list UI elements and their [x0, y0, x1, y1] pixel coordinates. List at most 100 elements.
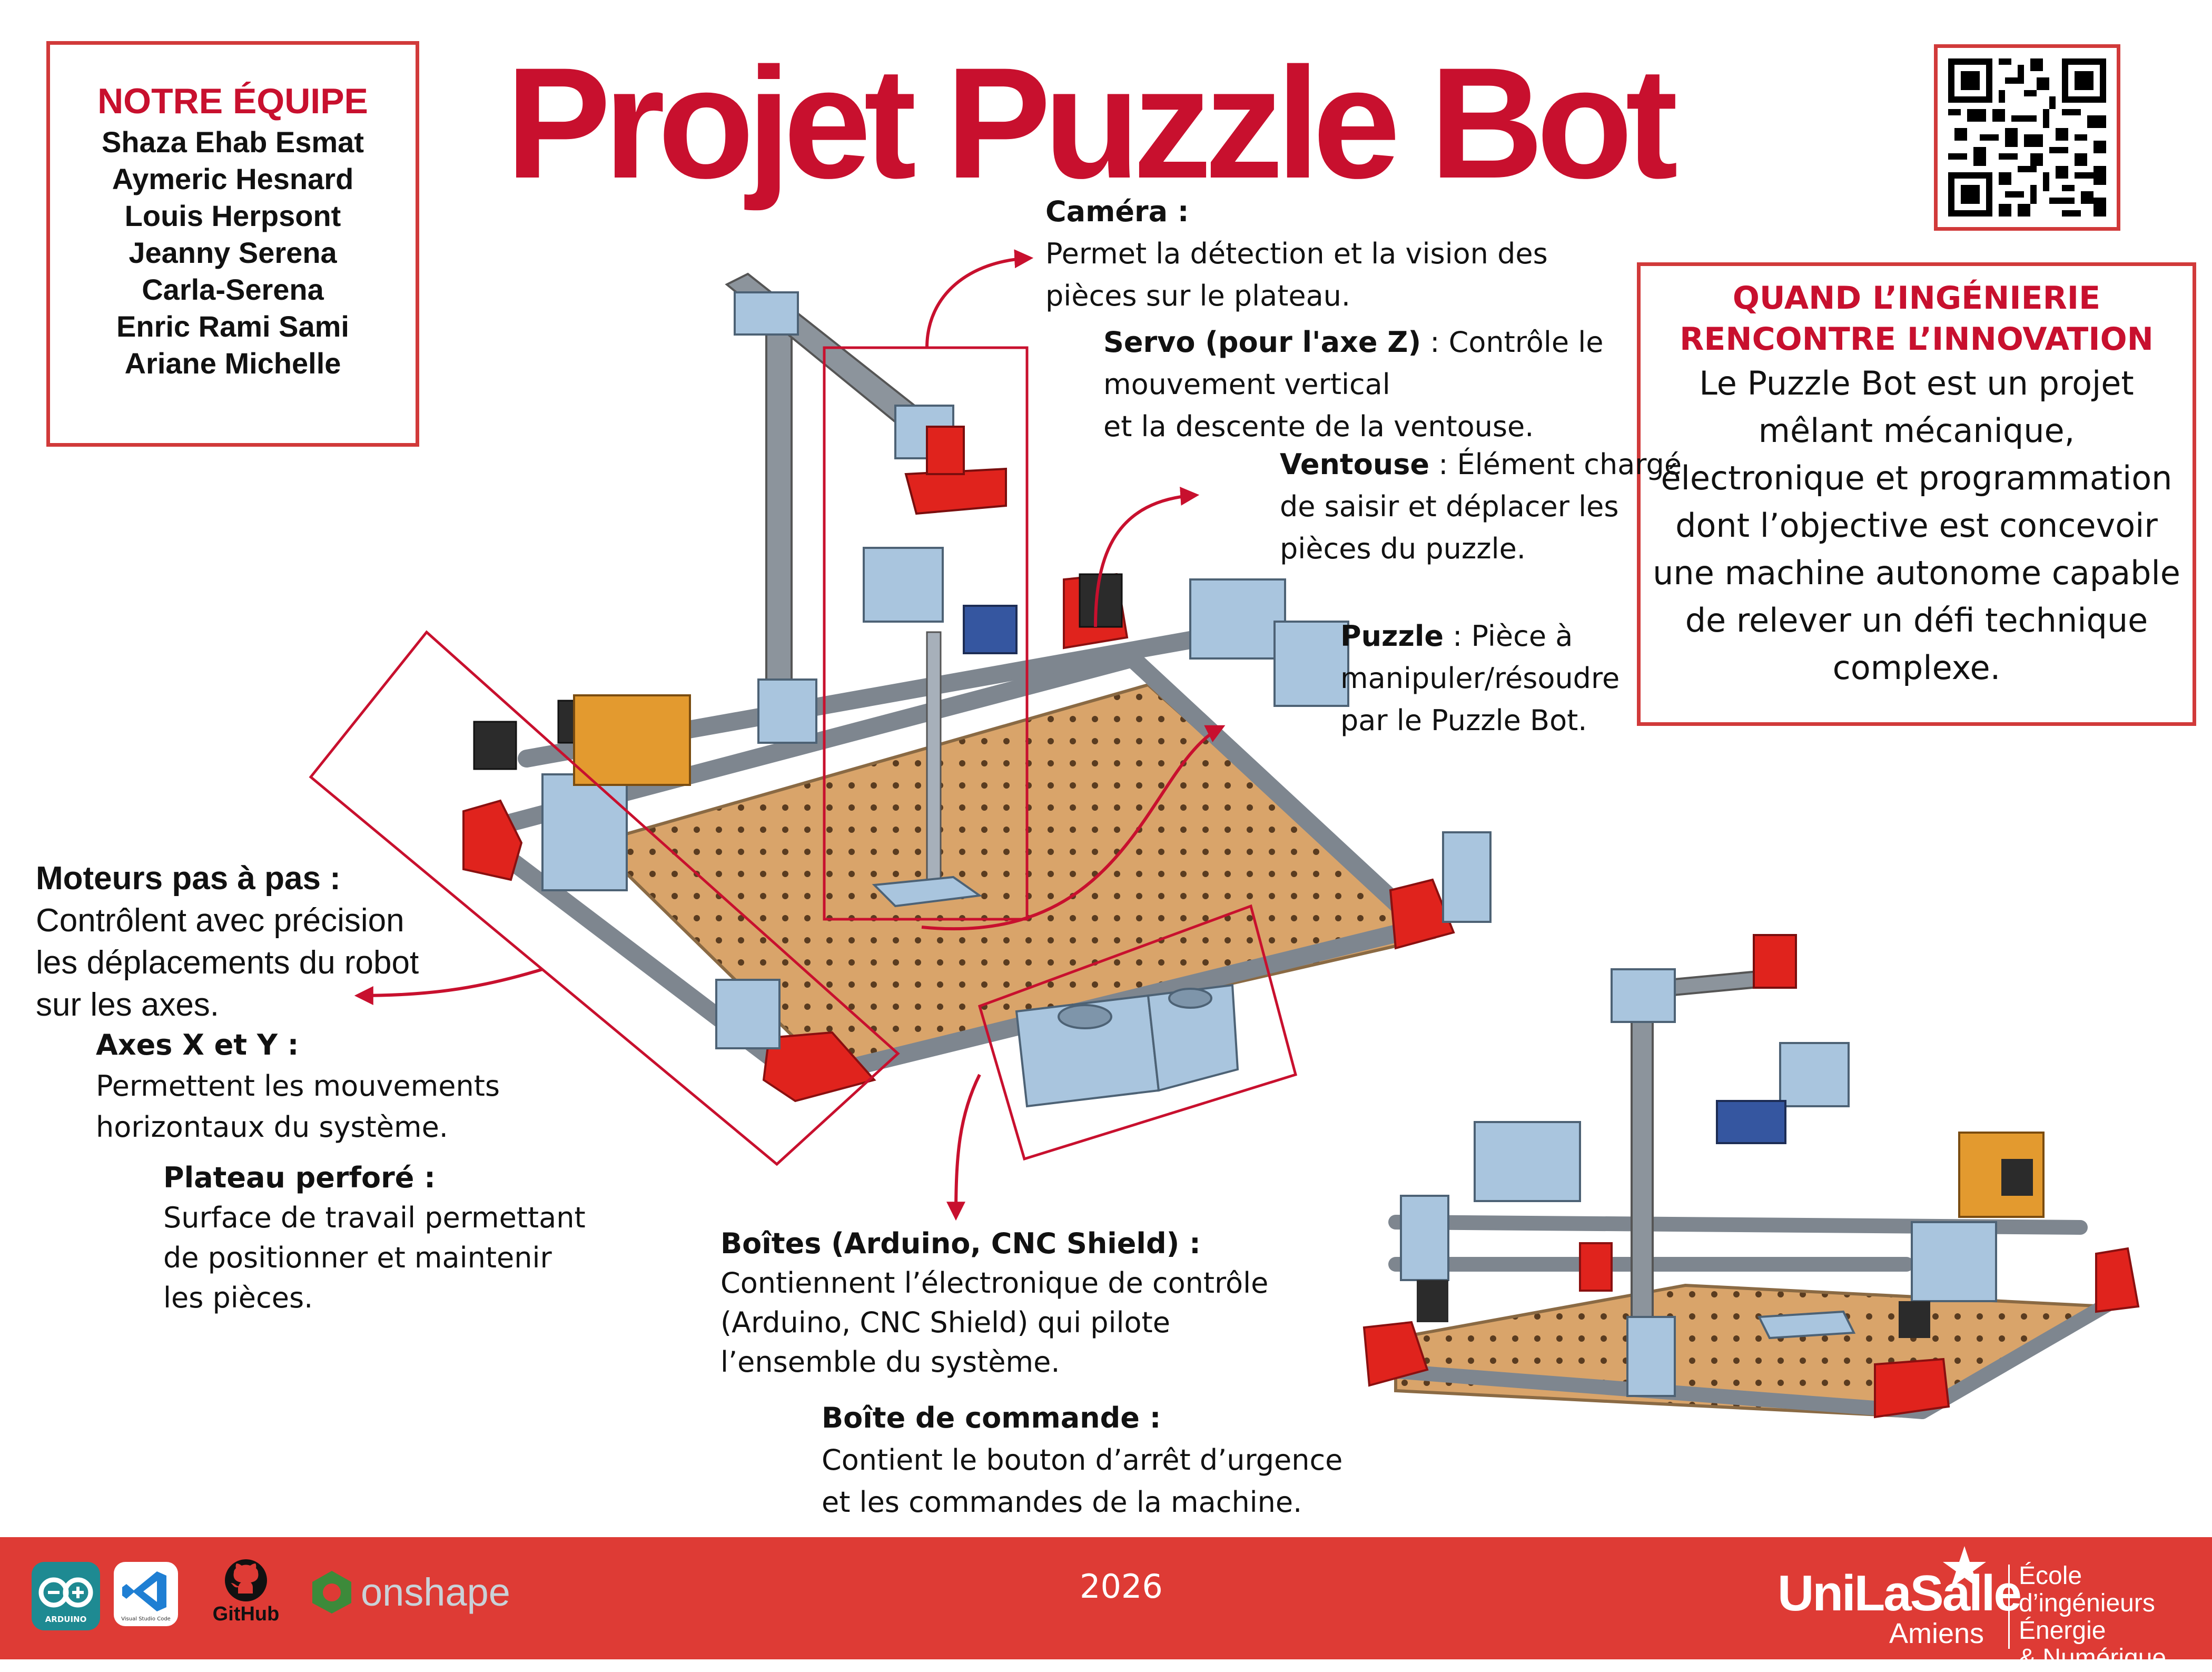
annotation-ventouse-line: de saisir et déplacer les — [1280, 490, 1619, 523]
blue-brackets — [541, 291, 1492, 1049]
annotation-puzzle: Puzzle : Pièce à manipuler/résoudre par … — [1340, 615, 1619, 742]
annotation-servo-label: Servo (pour l'axe Z) — [1103, 326, 1421, 359]
intro-body-line: une machine autonome capable — [1653, 554, 2180, 592]
onshape-logo-text: onshape — [361, 1570, 510, 1614]
annotation-control-box-line: Contient le bouton d’arrêt d’urgence — [822, 1443, 1343, 1477]
team-member: Aymeric Hesnard — [112, 162, 354, 195]
team-box: NOTRE ÉQUIPE Shaza Ehab Esmat Aymeric He… — [46, 41, 419, 447]
annotation-puzzle-label: Puzzle — [1340, 619, 1444, 653]
electronics-boxes — [1015, 983, 1239, 1108]
annotation-axes-label: Axes X et Y : — [96, 1028, 299, 1061]
team-member: Ariane Michelle — [124, 347, 341, 380]
arrow-camera — [925, 249, 1034, 348]
arrow-ventouse — [1094, 486, 1200, 627]
intro-heading-line2: RENCONTRE L’INNOVATION — [1680, 321, 2154, 358]
intro-heading-line1: QUAND L’INGÉNIERIE — [1732, 280, 2101, 317]
annotation-plateau-label: Plateau perforé : — [163, 1161, 436, 1194]
arrow-boxes — [946, 1074, 981, 1221]
arduino-logo-icon: ARDUINO — [32, 1562, 100, 1630]
annotation-motors-line: Contrôlent avec précision — [36, 902, 404, 939]
team-members: Shaza Ehab Esmat Aymeric Hesnard Louis H… — [50, 124, 416, 382]
annotation-boxes-line: (Arduino, CNC Shield) qui pilote — [720, 1306, 1170, 1339]
annotation-control-box: Boîte de commande : Contient le bouton d… — [822, 1397, 1342, 1523]
annotation-plateau: Plateau perforé : Surface de travail per… — [163, 1158, 586, 1318]
annotation-boxes-label: Boîtes (Arduino, CNC Shield) : — [720, 1227, 1201, 1260]
intro-body-line: dont l’objective est concevoir — [1675, 506, 2158, 545]
annotation-plateau-line: Surface de travail permettant — [163, 1201, 586, 1234]
school-city: Amiens — [1889, 1618, 1984, 1649]
annotation-servo: Servo (pour l'axe Z) : Contrôle le mouve… — [1103, 321, 1603, 448]
annotation-control-box-label: Boîte de commande : — [822, 1401, 1161, 1434]
school-subtitle-line: École d’ingénieurs — [2019, 1562, 2155, 1617]
annotation-ventouse-text: : Élément chargé — [1429, 448, 1682, 481]
school-divider — [2008, 1565, 2010, 1649]
annotation-axes: Axes X et Y : Permettent les mouvements … — [96, 1025, 500, 1148]
vscode-logo-icon: Visual Studio Code — [114, 1562, 178, 1626]
annotation-boxes-line: Contiennent l’électronique de contrôle — [720, 1266, 1269, 1300]
footer-bar — [0, 1537, 2212, 1659]
team-heading: NOTRE ÉQUIPE — [97, 81, 368, 121]
school-name: UniLaSalle — [1777, 1565, 2022, 1621]
annotation-axes-line: horizontaux du système. — [96, 1110, 448, 1144]
team-member: Louis Herpsont — [124, 199, 341, 232]
puzzle-piece — [872, 876, 983, 908]
annotation-ventouse: Ventouse : Élément chargé de saisir et d… — [1280, 444, 1682, 570]
school-subtitle: École d’ingénieurs Énergie & Numérique — [2019, 1562, 2188, 1672]
team-member: Jeanny Serena — [129, 236, 337, 269]
arduino-logo-text: ARDUINO — [45, 1615, 87, 1624]
robot-secondary-view — [1362, 934, 2140, 1419]
annotation-camera: Caméra : Permet la détection et la visio… — [1045, 191, 1548, 317]
annotation-servo-text: : Contrôle le — [1421, 326, 1604, 359]
intro-body-line: complexe. — [1832, 648, 2001, 687]
page-title: Projet Puzzle Bot — [506, 34, 1678, 211]
team-member: Shaza Ehab Esmat — [102, 125, 364, 159]
intro-body: Le Puzzle Bot est un projet mêlant mécan… — [1641, 360, 2193, 692]
highlight-rect-boxes — [977, 904, 1298, 1161]
annotation-control-box-line: et les commandes de la machine. — [822, 1486, 1302, 1519]
team-member: Enric Rami Sami — [116, 310, 349, 343]
vscode-logo-text: Visual Studio Code — [121, 1616, 171, 1622]
annotation-camera-line: pièces sur le plateau. — [1045, 279, 1351, 312]
annotation-plateau-line: les pièces. — [163, 1281, 313, 1314]
z-servo — [963, 605, 1018, 654]
unilasalle-star-icon — [1943, 1546, 1986, 1588]
annotation-servo-line: mouvement vertical — [1103, 368, 1390, 401]
footer-year: 2026 — [1080, 1567, 1163, 1606]
annotation-motors-line: les déplacements du robot — [36, 945, 419, 981]
highlight-rect-motors — [309, 630, 900, 1166]
vertical-column — [765, 304, 793, 739]
annotation-camera-label: Caméra : — [1045, 195, 1189, 228]
onshape-logo-icon — [312, 1571, 351, 1614]
annotation-motors-label: Moteurs pas à pas : — [36, 860, 341, 897]
annotation-motors: Moteurs pas à pas : Contrôlent avec préc… — [36, 858, 419, 1026]
robot-main-illustration — [309, 249, 2140, 1419]
annotation-puzzle-line: par le Puzzle Bot. — [1340, 704, 1587, 737]
arrow-puzzle — [921, 725, 1226, 931]
annotation-puzzle-text: : Pièce à — [1444, 619, 1573, 653]
annotation-motors-line: sur les axes. — [36, 987, 220, 1023]
team-member: Carla-Serena — [142, 273, 324, 306]
qr-code-frame — [1934, 44, 2120, 231]
school-subtitle-line: Énergie — [2019, 1617, 2106, 1645]
arrow-motors — [354, 968, 543, 1005]
annotation-plateau-line: de positionner et maintenir — [163, 1241, 552, 1274]
onshape-logo: onshape — [308, 1566, 529, 1618]
intro-box: QUAND L’INGÉNIERIE RENCONTRE L’INNOVATIO… — [1637, 262, 2196, 726]
intro-body-line: mêlant mécanique, — [1758, 411, 2075, 450]
github-logo-text: GitHub — [212, 1603, 280, 1625]
orange-plate — [573, 694, 691, 786]
ventouse-stem — [926, 631, 942, 881]
github-logo-icon: GitHub — [206, 1557, 285, 1630]
intro-body-line: de relever un défi technique — [1685, 601, 2148, 640]
annotation-boxes: Boîtes (Arduino, CNC Shield) : Contienne… — [720, 1224, 1268, 1382]
intro-body-line: Le Puzzle Bot est un projet — [1699, 364, 2134, 402]
qr-code-icon — [1948, 58, 2106, 217]
annotation-ventouse-line: pièces du puzzle. — [1280, 532, 1526, 565]
annotation-axes-line: Permettent les mouvements — [96, 1069, 500, 1103]
annotation-servo-line: et la descente de la ventouse. — [1103, 410, 1534, 443]
annotation-ventouse-label: Ventouse — [1280, 448, 1430, 481]
annotation-boxes-line: l’ensemble du système. — [720, 1345, 1060, 1379]
annotation-puzzle-line: manipuler/résoudre — [1340, 662, 1620, 695]
school-logo: UniLaSalle Amiens École d’ingénieurs Éne… — [1777, 1543, 2188, 1672]
annotation-camera-line: Permet la détection et la vision des — [1045, 237, 1548, 270]
